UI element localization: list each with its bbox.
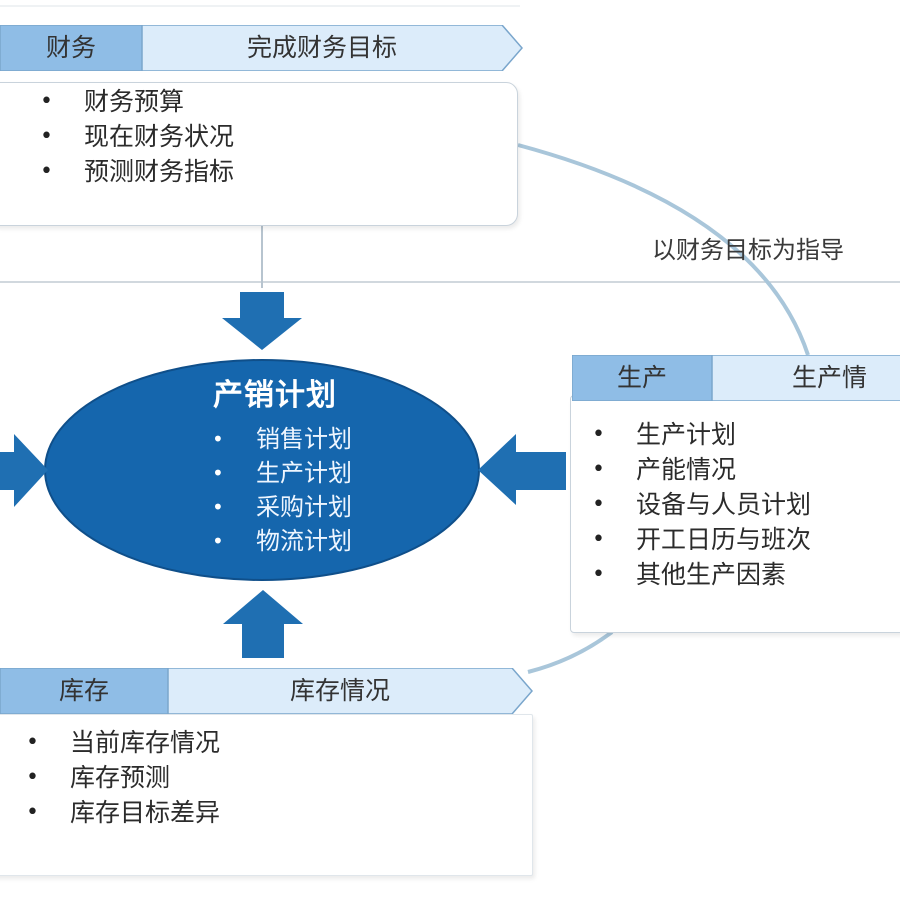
production-tag: 生产 [616, 363, 667, 392]
center-title: 产销计划 [213, 378, 337, 413]
production-header: 生产 生产情 [572, 355, 900, 401]
list-item: 其他生产因素 [592, 557, 811, 592]
list-item: 物流计划 [212, 524, 352, 558]
finance-tag: 财务 [45, 33, 96, 62]
list-item: 财务预算 [40, 84, 234, 119]
inventory-header-shape [0, 668, 533, 714]
list-item: 采购计划 [212, 490, 352, 524]
list-item: 销售计划 [212, 422, 352, 456]
center-list: 销售计划 生产计划 采购计划 物流计划 [212, 422, 352, 558]
list-item: 设备与人员计划 [592, 487, 811, 522]
production-header-shape [572, 355, 900, 401]
inventory-list: 当前库存情况 库存预测 库存目标差异 [26, 725, 220, 830]
finance-header-shape [0, 25, 523, 71]
arrow-left-icon [478, 434, 566, 505]
list-item: 现在财务状况 [40, 119, 234, 154]
production-goal: 生产情 [792, 363, 868, 392]
list-item: 生产计划 [592, 417, 811, 452]
finance-header: 财务 完成财务目标 [0, 25, 525, 71]
list-item: 预测财务指标 [40, 154, 234, 189]
guide-connector [517, 143, 810, 356]
finance-goal: 完成财务目标 [246, 33, 397, 62]
list-item: 库存预测 [26, 760, 220, 795]
guide-label: 以财务目标为指导 [652, 236, 844, 264]
arrow-down-icon [222, 292, 302, 350]
inventory-tag: 库存 [58, 676, 109, 705]
list-item: 产能情况 [592, 452, 811, 487]
list-item: 生产计划 [212, 456, 352, 490]
list-item: 库存目标差异 [26, 795, 220, 830]
finance-list: 财务预算 现在财务状况 预测财务指标 [40, 84, 234, 189]
inventory-header: 库存 库存情况 [0, 668, 535, 714]
arrow-right-icon [0, 434, 48, 507]
inventory-connector [527, 630, 614, 674]
list-item: 当前库存情况 [26, 725, 220, 760]
list-item: 开工日历与班次 [592, 522, 811, 557]
arrow-up-icon [223, 590, 303, 658]
production-list: 生产计划 产能情况 设备与人员计划 开工日历与班次 其他生产因素 [592, 417, 811, 592]
inventory-goal: 库存情况 [289, 676, 390, 705]
